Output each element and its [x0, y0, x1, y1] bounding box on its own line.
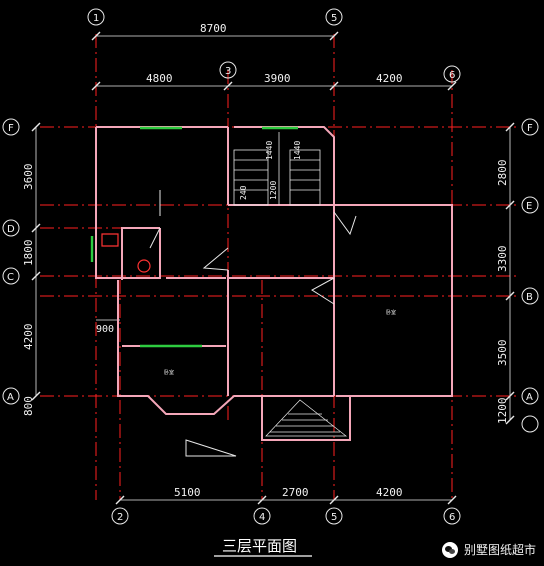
room-label-bedroom-large: 卧室	[386, 309, 396, 316]
north-arrow-icon	[185, 439, 237, 457]
dim-top-right: 4200	[376, 72, 403, 85]
bath-fixtures	[101, 233, 151, 273]
dim-stair-1440a: 1440	[265, 141, 274, 160]
dim-bottom-a: 5100	[174, 486, 201, 499]
axis-right-F: F	[527, 123, 533, 134]
dim-stair-1200: 1200	[269, 181, 278, 200]
dim-top-left: 4800	[146, 72, 173, 85]
axis-bottom-4: 4	[259, 512, 265, 523]
axis-left-A: A	[7, 392, 14, 403]
dim-top-mid: 3900	[264, 72, 291, 85]
dim-stair-1440b: 1440	[293, 141, 302, 160]
axis-top-5: 5	[331, 13, 337, 24]
watermark: 别墅图纸超市	[441, 541, 536, 558]
dim-left-b: 1800	[22, 240, 35, 267]
doors	[149, 190, 357, 305]
balcony	[265, 399, 348, 437]
dimension-lines	[31, 31, 515, 505]
dim-900: 900	[96, 324, 114, 335]
axis-top-1: 1	[93, 13, 99, 24]
stairs	[233, 132, 321, 206]
watermark-text: 别墅图纸超市	[463, 543, 536, 557]
axis-left-F: F	[8, 123, 14, 134]
axis-top-3: 3	[225, 66, 231, 77]
wechat-icon	[441, 541, 458, 558]
drawing-title: 三层平面图	[222, 537, 297, 555]
axis-right-B: B	[526, 292, 533, 303]
walls	[95, 126, 453, 441]
dim-right-d: 1200	[496, 398, 509, 425]
dim-bottom-b: 2700	[282, 486, 309, 499]
dim-stair-240: 240	[239, 185, 248, 200]
axis-left-C: C	[7, 272, 14, 283]
axis-bottom-5: 5	[331, 512, 337, 523]
axis-top-6: 6	[449, 70, 455, 81]
dim-top-overall: 8700	[200, 22, 227, 35]
dim-bottom-c: 4200	[376, 486, 403, 499]
dim-right-c: 3500	[496, 340, 509, 367]
axis-bottom-2: 2	[117, 512, 123, 523]
dim-left-d: 800	[22, 396, 35, 416]
axis-left-D: D	[7, 224, 15, 235]
axis-grid	[40, 34, 520, 500]
windows	[90, 126, 298, 348]
dim-left-c: 4200	[22, 324, 35, 351]
dim-right-a: 2800	[496, 160, 509, 187]
axis-bottom-6: 6	[449, 512, 455, 523]
axis-right-A: A	[526, 392, 533, 403]
axis-right-E: E	[526, 201, 532, 212]
dim-right-b: 3300	[496, 246, 509, 273]
dim-left-a: 3600	[22, 164, 35, 191]
axis-bubbles	[2, 8, 539, 525]
room-label-bedroom-small: 卧室	[164, 369, 174, 376]
